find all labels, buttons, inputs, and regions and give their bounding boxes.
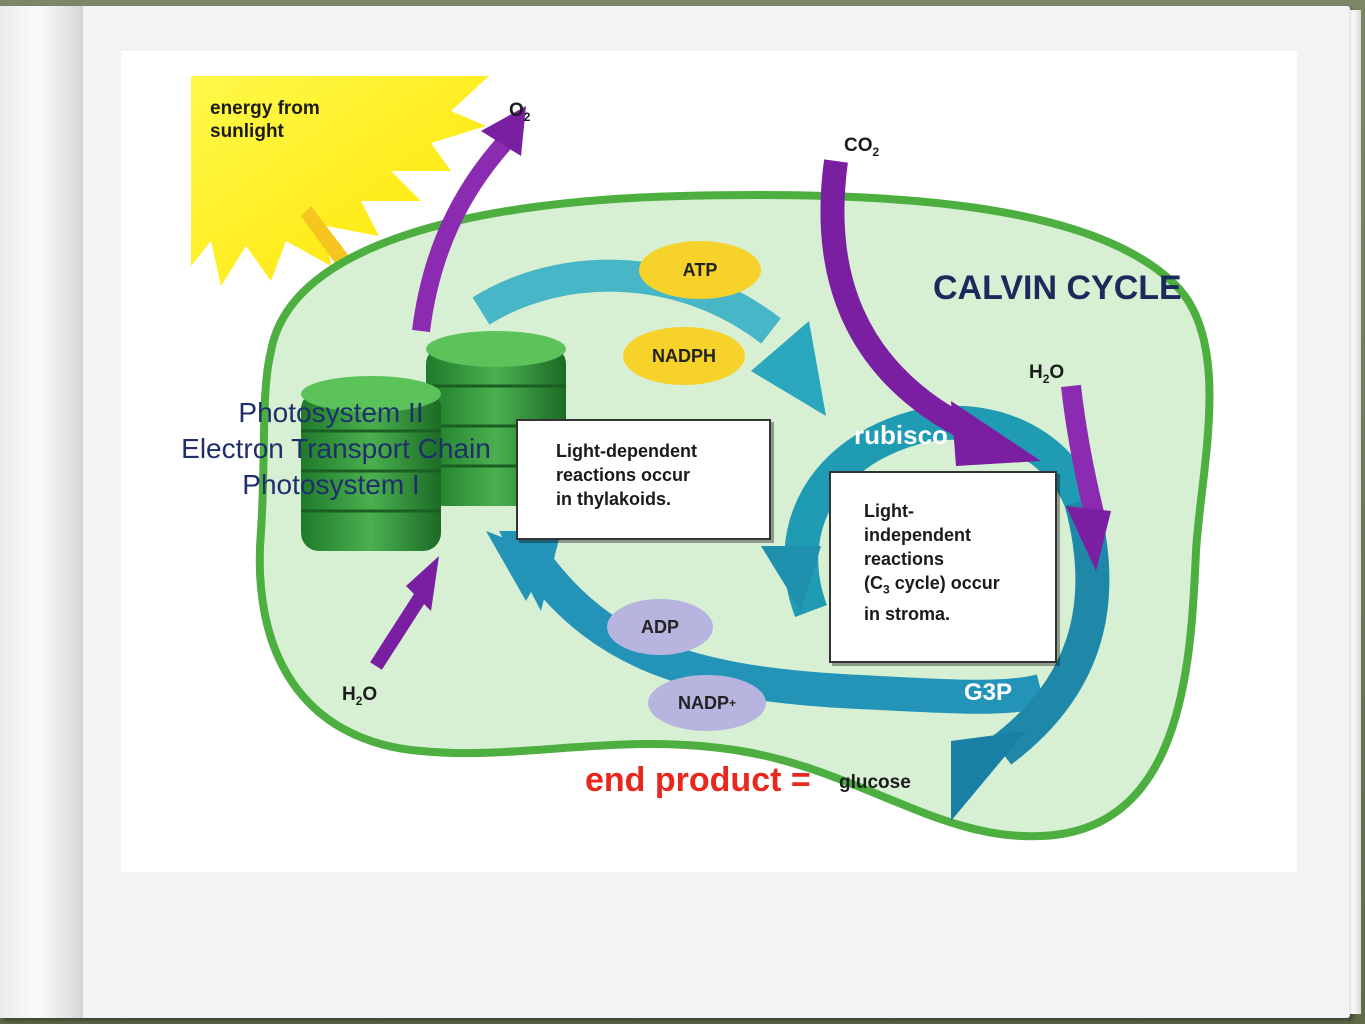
nadp-pill: NADP+ bbox=[648, 675, 766, 731]
photosystem-ii-label: Photosystem II bbox=[238, 397, 424, 428]
atp-pill: ATP bbox=[639, 241, 761, 299]
end-product-label: end product = bbox=[585, 761, 811, 799]
sunlight-label: energy from sunlight bbox=[210, 98, 320, 142]
o2-label: O2 bbox=[509, 100, 531, 124]
book-binding bbox=[0, 6, 83, 1018]
adp-pill: ADP bbox=[607, 599, 713, 655]
g3p-label: G3P bbox=[964, 679, 1013, 706]
electron-transport-chain-label: Electron Transport Chain bbox=[181, 433, 491, 464]
co2-label: CO2 bbox=[844, 135, 880, 159]
nadph-pill: NADPH bbox=[623, 327, 745, 385]
calvin-cycle-title: CALVIN CYCLE bbox=[933, 269, 1182, 307]
page-edge bbox=[1349, 10, 1361, 1014]
light-dependent-box: Light-dependent reactions occur in thyla… bbox=[516, 419, 771, 540]
light-independent-box: Light- independent reactions (C3 cycle) … bbox=[829, 471, 1057, 663]
photosystem-i-label: Photosystem I bbox=[242, 469, 420, 500]
rubisco-label: rubisco bbox=[854, 420, 948, 450]
thylakoid-stack-icon bbox=[301, 331, 566, 551]
h2o-top-label: H2O bbox=[1029, 362, 1065, 386]
glucose-label: glucose bbox=[839, 772, 911, 793]
photosynthesis-diagram: energy from sunlight O2 CO2 CALVIN CYCLE… bbox=[121, 51, 1297, 872]
h2o-bottom-label: H2O bbox=[342, 684, 378, 708]
